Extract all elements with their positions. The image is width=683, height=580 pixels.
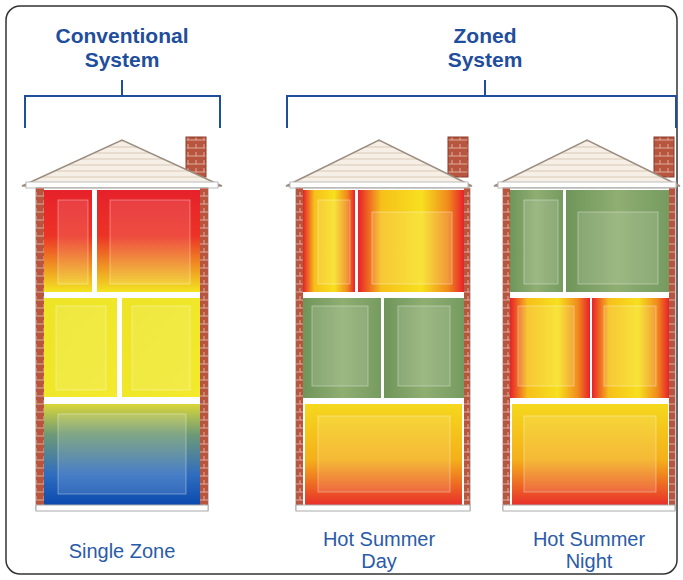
house-zoned-night: [494, 137, 680, 511]
group-heading: Conventional System: [37, 24, 207, 71]
house-caption: Single Zone: [22, 540, 222, 562]
house-caption: Hot Summer Day: [304, 528, 454, 573]
house-zoned-day: [286, 137, 472, 511]
house-caption: Hot Summer Night: [514, 528, 664, 573]
house-conventional: [22, 137, 222, 511]
bracket: [25, 80, 676, 128]
group-heading: Zoned System: [430, 24, 540, 71]
